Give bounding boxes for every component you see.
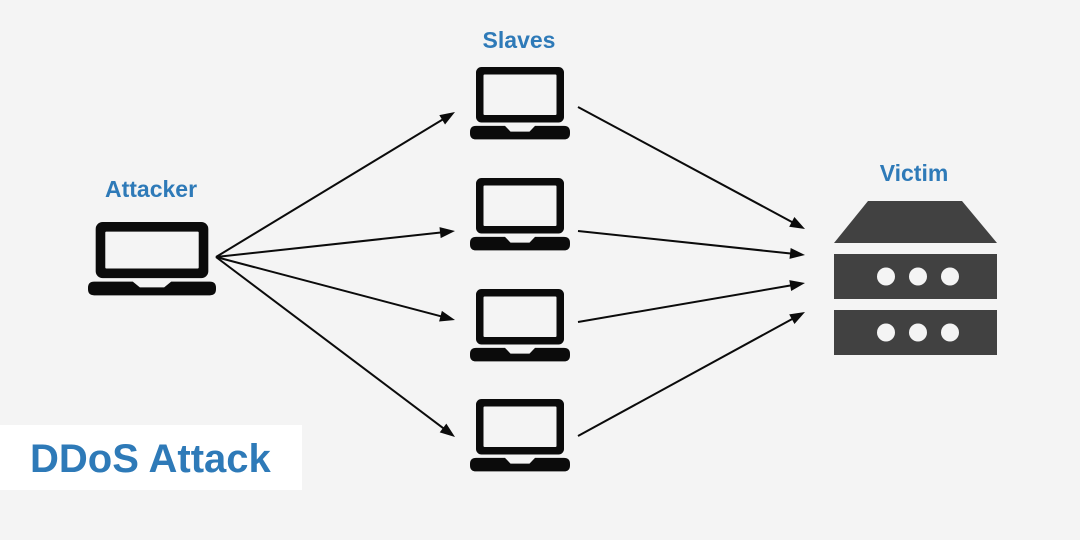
flow-slave-3-to-victim-shaft — [577, 284, 794, 323]
flow-attacker-to-slave-1-head — [439, 112, 455, 125]
slave-node-group[interactable] — [470, 67, 570, 472]
flow-slave-1-to-victim-shaft — [577, 106, 795, 225]
slaves-label: Slaves — [483, 27, 556, 53]
flow-attacker-to-slave-4-head — [439, 423, 455, 437]
attacker-label: Attacker — [105, 176, 197, 202]
slave-laptop-icon-1[interactable] — [470, 67, 570, 140]
slave-laptop-icon-2-base — [470, 236, 570, 251]
victim-label: Victim — [880, 160, 949, 186]
flow-slave-4-to-victim-shaft — [577, 316, 795, 437]
attacker-laptop-icon[interactable] — [88, 222, 216, 296]
slave-laptop-icon-3-screen — [483, 296, 557, 337]
flow-attacker-to-slave-3-shaft — [215, 256, 444, 318]
flow-attacker-to-slave-4 — [215, 256, 455, 437]
server-top-cap — [834, 201, 997, 243]
flow-attacker-to-slave-4-shaft — [215, 256, 447, 431]
server-led-unit2-3 — [941, 323, 959, 342]
slave-laptop-icon-1-base — [470, 125, 570, 140]
flow-slave-3-to-victim — [577, 280, 805, 323]
attacker-laptop-icon-screen — [105, 231, 199, 269]
flow-slave-4-to-victim — [577, 312, 805, 437]
flow-attacker-to-slave-2-shaft — [215, 231, 444, 258]
slave-laptop-icon-4-base — [470, 457, 570, 472]
server-led-unit1-3 — [941, 267, 959, 286]
flow-attacker-to-slave-1 — [215, 112, 455, 258]
slave-laptop-icon-2[interactable] — [470, 178, 570, 251]
flow-slave-3-to-victim-head — [789, 280, 805, 291]
title-banner-background — [0, 425, 302, 490]
flow-slave-1-to-victim — [577, 106, 805, 229]
flow-arrow-layer — [215, 106, 805, 437]
slave-laptop-icon-2-screen — [483, 185, 557, 226]
server-led-unit2-1 — [877, 323, 895, 342]
slave-laptop-icon-4[interactable] — [470, 399, 570, 472]
slave-laptop-icon-4-screen — [483, 406, 557, 447]
flow-attacker-to-slave-3 — [215, 256, 455, 322]
server-led-unit2-2 — [909, 323, 927, 342]
flow-slave-4-to-victim-head — [789, 312, 805, 325]
slave-laptop-icon-1-screen — [483, 74, 557, 115]
attacker-node[interactable] — [88, 222, 216, 296]
flow-slave-1-to-victim-head — [789, 217, 805, 229]
slave-laptop-icon-3-base — [470, 347, 570, 362]
flow-attacker-to-slave-2 — [215, 227, 455, 258]
server-led-unit1-2 — [909, 267, 927, 286]
flow-slave-2-to-victim-shaft — [577, 230, 794, 255]
slave-laptop-icon-3[interactable] — [470, 289, 570, 362]
title-banner-text: DDoS Attack — [30, 437, 272, 481]
flow-attacker-to-slave-3-head — [439, 310, 455, 322]
flow-slave-2-to-victim — [577, 230, 805, 259]
flow-slave-2-to-victim-head — [789, 247, 805, 259]
server-led-unit1-1 — [877, 267, 895, 286]
flow-attacker-to-slave-2-head — [439, 227, 455, 239]
victim-node[interactable] — [834, 201, 997, 355]
flow-attacker-to-slave-1-shaft — [215, 117, 446, 258]
attacker-laptop-icon-base — [88, 281, 216, 296]
